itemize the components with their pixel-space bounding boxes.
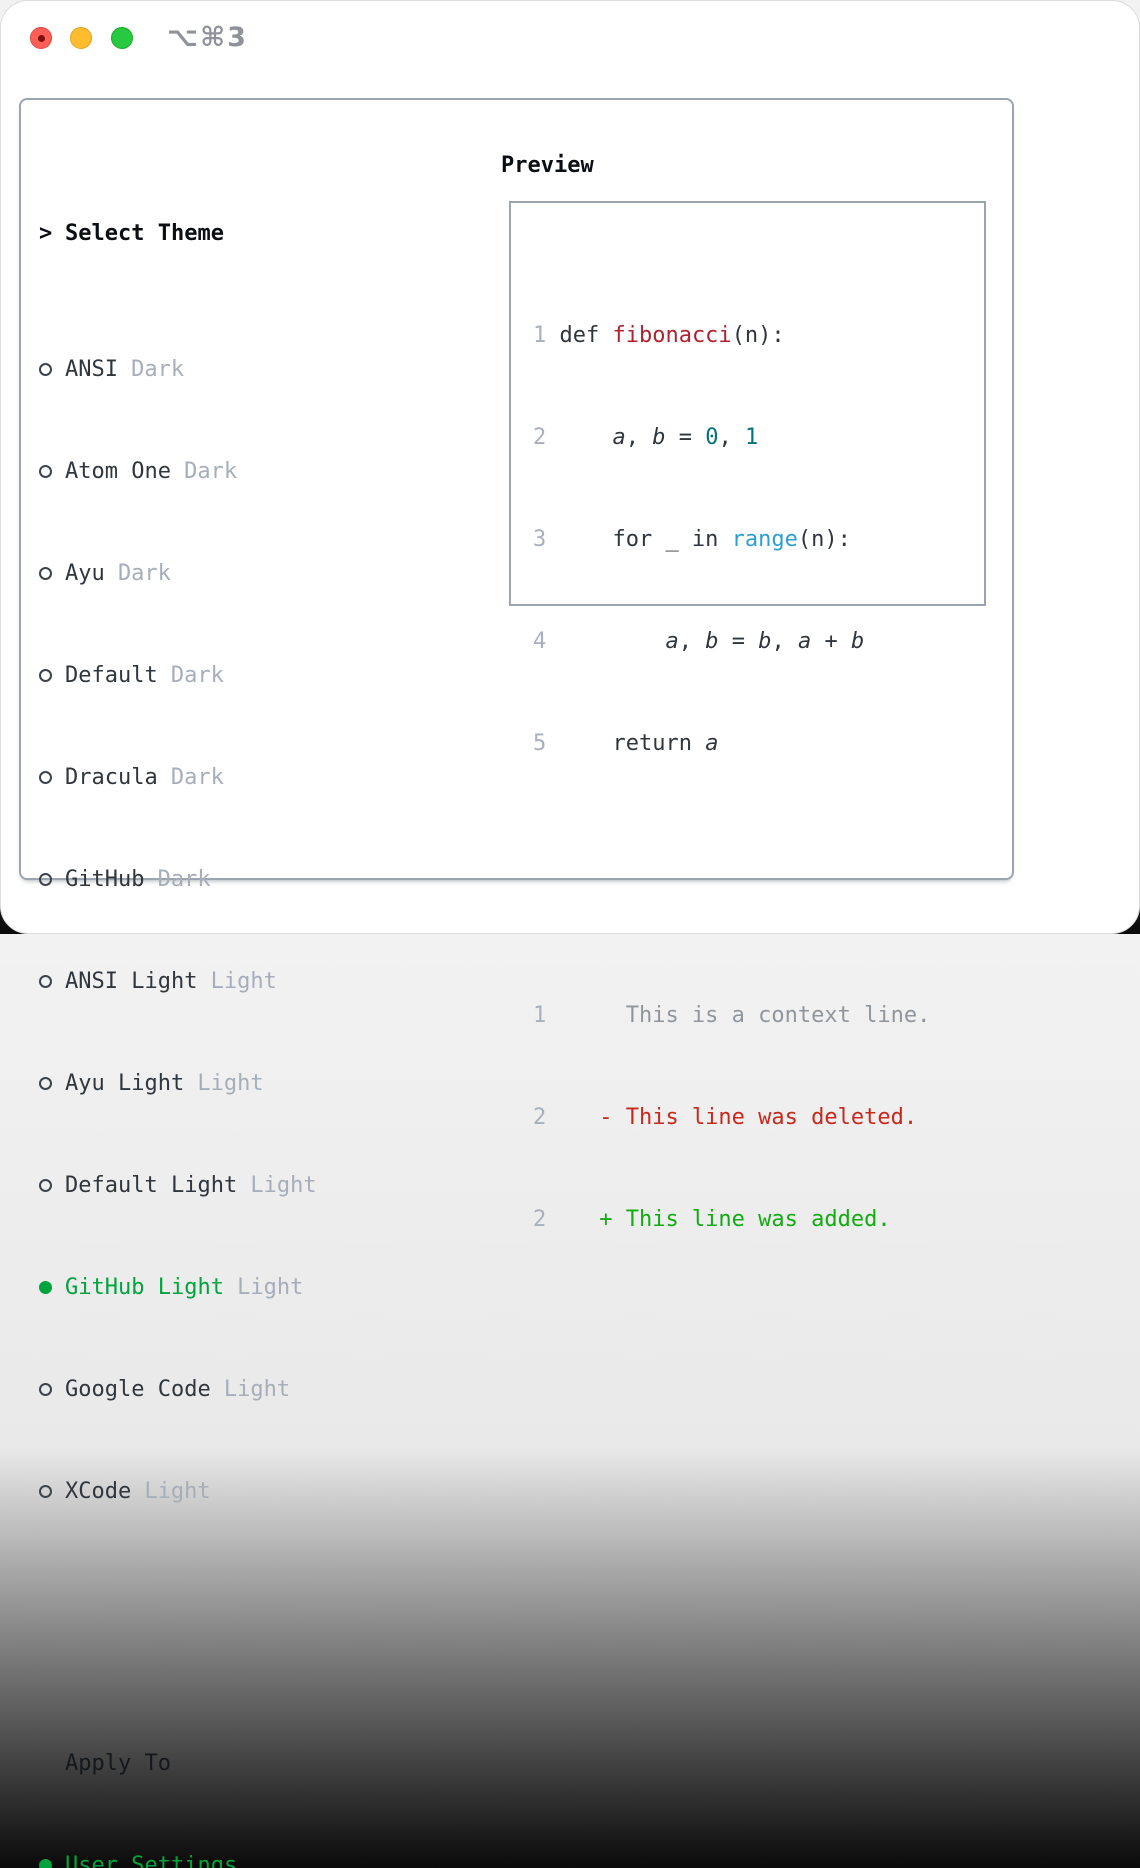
blank-line [533,863,984,897]
line-number: 2 [533,1105,547,1130]
radio-selected-icon [39,1281,52,1294]
diff-deleted-line: 2 - This line was deleted. [533,1101,984,1135]
builtin-token: range [731,527,798,552]
radio-selected-icon [39,1859,52,1868]
radio-icon [39,567,52,580]
radio-icon [39,1179,52,1192]
select-theme-title: Select Theme [65,221,224,246]
select-theme-header: > Select Theme [39,217,410,251]
radio-icon [39,771,52,784]
radio-icon [39,465,52,478]
line-number: 2 [533,425,547,450]
code-line: 4 a, b = b, a + b [533,625,984,659]
radio-icon [39,873,52,886]
line-number: 1 [533,1003,547,1028]
code-line: 5 return a [533,727,984,761]
cursor-prompt-icon: > [39,221,53,246]
line-number: 4 [533,629,547,654]
number-literal-token: 1 [744,425,759,450]
radio-icon [39,1485,52,1498]
apply-to-title: Apply To [65,1751,171,1776]
function-name-token: fibonacci [612,323,732,348]
minimize-button[interactable] [70,27,92,49]
diff-context-line: 1 This is a context line. [533,999,984,1033]
radio-icon [39,1383,52,1396]
line-number: 3 [533,527,547,552]
close-dot-icon [38,35,45,42]
apply-option-user-settings[interactable]: User Settings [39,1849,410,1868]
preview-title: Preview [501,153,594,178]
window-title: ⌥⌘3 [167,22,248,53]
apply-to-header: Apply To [39,1747,410,1781]
close-button[interactable] [30,27,52,49]
radio-icon [39,1077,52,1090]
radio-icon [39,975,52,988]
diff-added-line: 2 + This line was added. [533,1203,984,1237]
line-number: 2 [533,1207,547,1232]
line-number: 5 [533,731,547,756]
radio-icon [39,669,52,682]
number-literal-token: 0 [705,425,719,450]
code-line: 3 for _ in range(n): [533,523,984,557]
line-number: 1 [533,323,547,348]
title-bar: ⌥⌘3 [1,1,1139,75]
maximize-button[interactable] [111,27,133,49]
radio-icon [39,363,52,376]
code-line: 2 a, b = 0, 1 [533,421,984,455]
